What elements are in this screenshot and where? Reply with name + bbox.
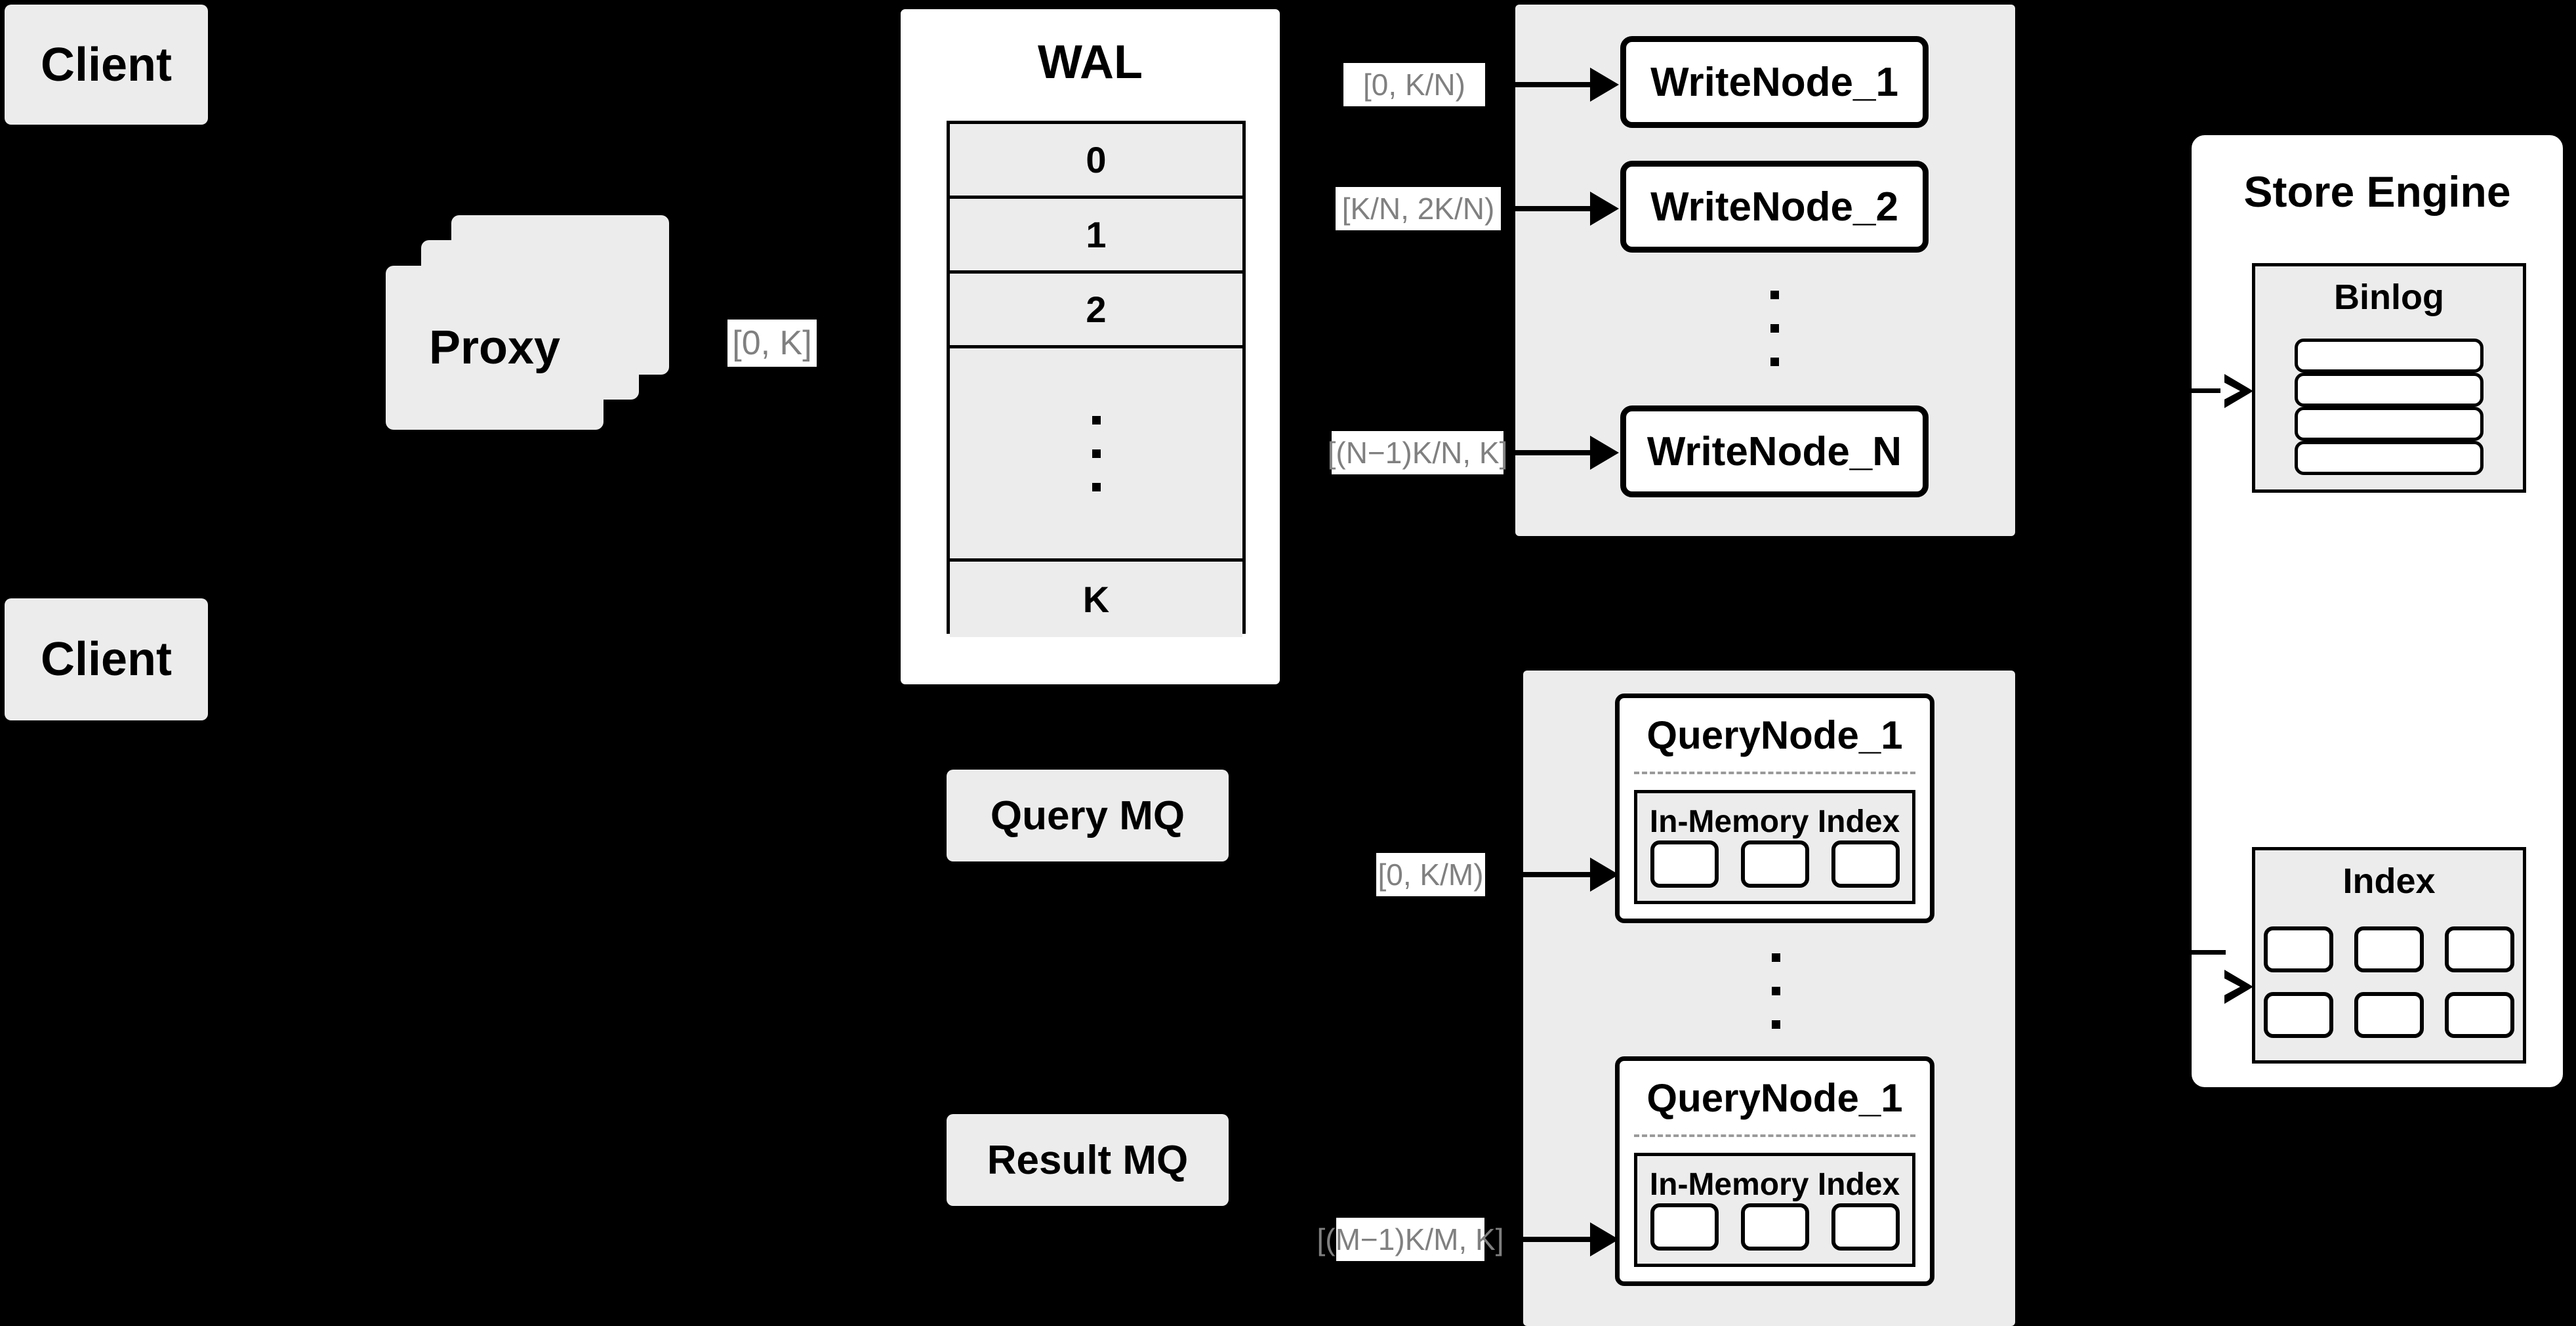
proxy-label: Proxy — [428, 321, 561, 374]
query-node-title: QueryNode_1 — [1646, 1076, 1903, 1120]
result-mq-label: Result MQ — [987, 1137, 1189, 1183]
ellipsis-dot — [1092, 415, 1101, 425]
wal-row-0: 0 — [950, 124, 1242, 199]
query-range-label-m: [(M−1)K/M, K] — [1317, 1218, 1504, 1261]
in-memory-index-1: In-Memory Index — [1634, 790, 1915, 904]
index-cell — [1650, 1203, 1719, 1251]
index-cell — [1740, 1203, 1809, 1251]
index-cell — [2445, 926, 2514, 972]
ellipsis-dot — [1770, 290, 1779, 299]
query-arrow-head-1 — [1590, 858, 1619, 892]
query-node-2[interactable]: QueryNode_1 In-Memory Index — [1615, 1056, 1934, 1286]
binlog-row — [2295, 339, 2484, 373]
index-cell — [1740, 840, 1809, 888]
wal-row-ellipsis — [950, 348, 1242, 562]
client-node-2[interactable]: Client — [5, 598, 208, 720]
wal-title: WAL — [1038, 36, 1143, 89]
client-label: Client — [40, 38, 172, 91]
write-arrow-line-1 — [1506, 82, 1591, 87]
write-range-label-2: [K/N, 2K/N) — [1336, 187, 1501, 230]
write-node-1[interactable]: WriteNode_1 — [1620, 36, 1929, 128]
write-node-2[interactable]: WriteNode_2 — [1620, 161, 1929, 253]
in-memory-index-cells — [1637, 840, 1912, 888]
query-mq-label: Query MQ — [990, 793, 1185, 839]
write-range-label-n: [(N−1)K/N, K] — [1328, 431, 1507, 474]
query-arrow-line-m — [1506, 1237, 1591, 1242]
query-arrow-head-m — [1590, 1222, 1619, 1256]
index-cell — [2264, 926, 2333, 972]
index-panel: Index — [2252, 847, 2526, 1064]
write-arrow-head-n — [1590, 436, 1619, 470]
write-arrow-head-2 — [1590, 192, 1619, 226]
query-node-title: QueryNode_1 — [1646, 713, 1903, 757]
wal-card: WAL 0 1 2 K — [896, 5, 1284, 689]
index-cell — [2264, 992, 2333, 1038]
ellipsis-dot — [1770, 357, 1779, 366]
index-arrow-head — [2220, 970, 2253, 1004]
binlog-arrow-head — [2220, 374, 2253, 408]
index-cell — [2354, 992, 2424, 1038]
in-memory-index-title: In-Memory Index — [1649, 1167, 1900, 1202]
query-node-1[interactable]: QueryNode_1 In-Memory Index — [1615, 694, 1934, 923]
query-arrow-line-1 — [1506, 872, 1591, 877]
query-node-divider — [1634, 772, 1915, 774]
write-arrow-head-1 — [1590, 68, 1619, 102]
in-memory-index-title: In-Memory Index — [1649, 804, 1900, 839]
in-memory-index-cells — [1637, 1203, 1912, 1251]
result-mq-node[interactable]: Result MQ — [947, 1114, 1229, 1206]
binlog-title: Binlog — [2334, 278, 2444, 317]
proxy-range-label: [0, K] — [727, 320, 817, 367]
binlog-row — [2295, 441, 2484, 475]
query-range-label-1: [0, K/M) — [1376, 853, 1485, 896]
wal-row-2: 2 — [950, 274, 1242, 348]
write-range-label-1: [0, K/N) — [1343, 63, 1485, 106]
write-arrow-line-n — [1506, 450, 1591, 455]
client-label: Client — [40, 633, 172, 686]
binlog-rows — [2295, 339, 2484, 475]
ellipsis-dot — [1092, 482, 1101, 491]
proxy-node[interactable]: Proxy — [386, 266, 603, 430]
ellipsis-dot — [1770, 323, 1779, 333]
ellipsis-dot — [1771, 986, 1780, 995]
in-memory-index-2: In-Memory Index — [1634, 1153, 1915, 1267]
index-arrow-line — [2186, 950, 2226, 955]
ellipsis-dot — [1771, 1020, 1780, 1029]
write-node-ellipsis — [1751, 272, 1797, 384]
write-node-n[interactable]: WriteNode_N — [1620, 405, 1929, 497]
index-row — [2264, 926, 2514, 972]
ellipsis-dot — [1092, 449, 1101, 458]
binlog-arrow-line — [2186, 388, 2226, 393]
store-engine-card: Store Engine Binlog Index — [2186, 130, 2568, 1092]
binlog-row — [2295, 407, 2484, 441]
index-cell — [2354, 926, 2424, 972]
binlog-panel: Binlog — [2252, 263, 2526, 493]
index-cell — [1650, 840, 1719, 888]
index-title: Index — [2342, 861, 2436, 901]
query-mq-node[interactable]: Query MQ — [947, 770, 1229, 861]
wal-row-1: 1 — [950, 199, 1242, 274]
index-row — [2264, 992, 2514, 1038]
client-node-1[interactable]: Client — [5, 5, 208, 125]
wal-row-k: K — [950, 562, 1242, 637]
wal-table: 0 1 2 K — [947, 121, 1246, 637]
query-node-ellipsis — [1753, 935, 1799, 1046]
index-cell — [1831, 1203, 1900, 1251]
index-grid — [2255, 921, 2523, 1043]
binlog-row — [2295, 373, 2484, 407]
index-cell — [2445, 992, 2514, 1038]
query-node-divider — [1634, 1134, 1915, 1137]
store-engine-title: Store Engine — [2243, 167, 2511, 216]
write-arrow-line-2 — [1506, 206, 1591, 211]
index-cell — [1831, 840, 1900, 888]
ellipsis-dot — [1771, 953, 1780, 962]
